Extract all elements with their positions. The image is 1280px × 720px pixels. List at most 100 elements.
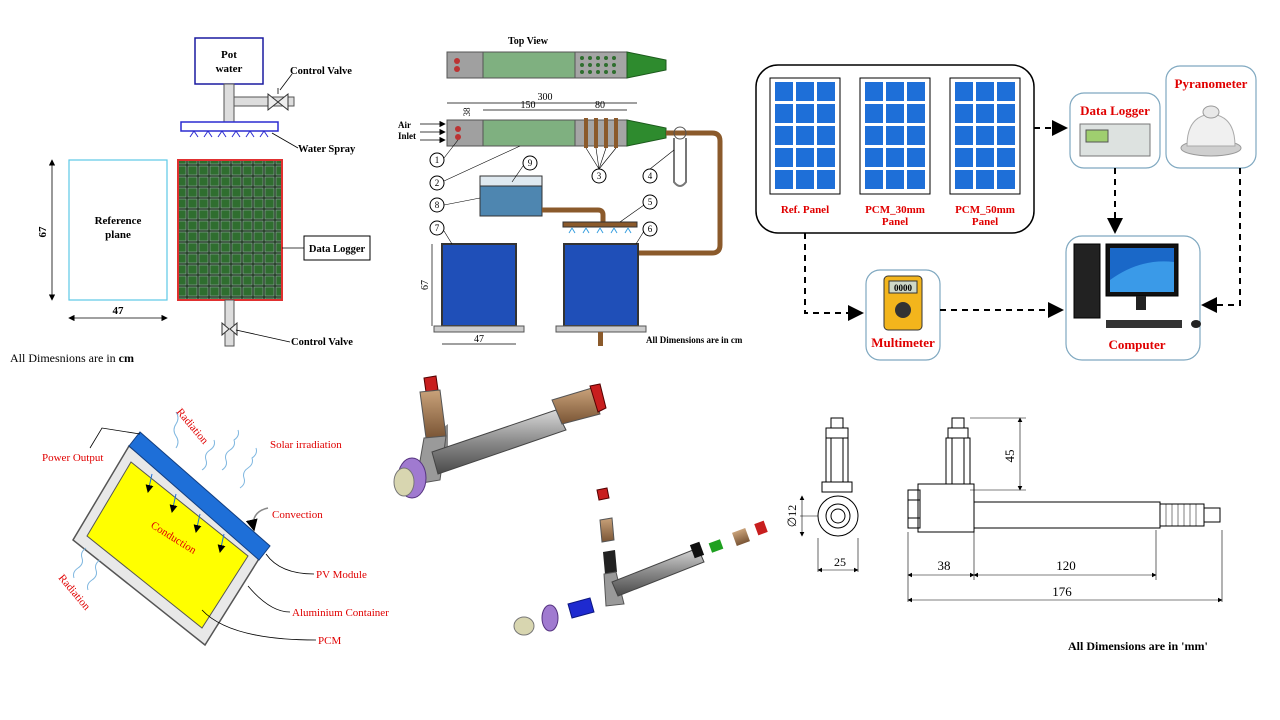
- dim-120: 120: [1056, 558, 1076, 573]
- pv-cell: [907, 148, 925, 167]
- top-nozzle: [626, 51, 667, 79]
- top-tunnel: [482, 51, 576, 79]
- radiation-top-label: Radiation: [174, 406, 211, 447]
- outlet-pipe: [638, 130, 723, 256]
- assembled-heat-pipe: [393, 375, 607, 499]
- water-spray-bar: [180, 121, 279, 132]
- radiation-waves: [73, 411, 257, 591]
- reference-plane-label-line1: Reference: [95, 215, 142, 227]
- solar-irradiation-label: Solar irradiation: [270, 439, 342, 451]
- width-dimension: 47: [113, 305, 125, 317]
- pv-cell: [955, 170, 973, 189]
- pv-cell: [976, 104, 994, 123]
- pot-water-tank: [194, 37, 264, 85]
- power-output-leader: [89, 427, 141, 449]
- pv-cell: [976, 170, 994, 189]
- reference-plane: [68, 159, 168, 301]
- data-logger-box-a: [303, 235, 371, 261]
- svg-text:3: 3: [597, 171, 602, 181]
- pv-cell: [817, 82, 835, 101]
- pv-cell: [865, 82, 883, 101]
- pv-panel-cells: [177, 159, 283, 301]
- reference-plane-label-line2: plane: [105, 229, 131, 241]
- pv-cell: [817, 148, 835, 167]
- pv-cell: [886, 104, 904, 123]
- pcm-label: PCM: [318, 635, 341, 647]
- pv-cell: [976, 82, 994, 101]
- pv-cell: [907, 82, 925, 101]
- pyranometer-label: Pyranometer: [1175, 76, 1248, 91]
- dim-67-b: 67: [420, 280, 431, 290]
- dimensions-note-f: All Dimensions are in 'mm': [1068, 639, 1208, 653]
- svg-text:5: 5: [648, 197, 653, 207]
- tank-pipe: [542, 207, 606, 223]
- svg-text:8: 8: [435, 200, 440, 210]
- control-valve-top-label: Control Valve: [290, 66, 352, 77]
- callout-circles: 1 2 3 4 5 6 7 8 9: [429, 152, 658, 237]
- dim-176: 176: [1052, 584, 1072, 599]
- valve-branch-pipe: [233, 96, 295, 107]
- pcm30-label-line2: Panel: [882, 216, 908, 228]
- panel-e-3d-assembly: [393, 375, 768, 636]
- control-valve-bottom-label: Control Valve: [291, 337, 353, 348]
- data-logger-label-a: Data Logger: [309, 244, 366, 255]
- data-logger-label-c: Data Logger: [1080, 103, 1150, 118]
- connection-lines: [804, 120, 1241, 321]
- manometer-u-tube: [673, 138, 687, 187]
- computer-tower-icon: [1073, 243, 1101, 319]
- pv-cell: [976, 148, 994, 167]
- water-spray-label: Water Spray: [298, 144, 356, 155]
- dim-25: 25: [834, 555, 846, 569]
- pv-cell: [865, 170, 883, 189]
- aluminium-container-label: Aluminium Container: [292, 607, 389, 619]
- panel-f-dimensions: ∅12 25: [785, 417, 1223, 653]
- pv-cell: [775, 170, 793, 189]
- multimeter-label: Multimeter: [871, 335, 935, 350]
- side-view: [799, 417, 859, 573]
- panel-b-schematic: Top View 300 150 80 38 Air Inlet: [398, 36, 743, 346]
- cooled-panel-b: [563, 243, 639, 327]
- convection-arrow: [245, 507, 269, 532]
- pcm-tube-section: [574, 119, 628, 147]
- pv-cells: [775, 82, 1015, 189]
- air-inlet-label-line1: Air: [398, 120, 411, 130]
- pv-cell: [955, 104, 973, 123]
- height-dimension: 67: [37, 226, 49, 238]
- pv-cell: [886, 126, 904, 145]
- pv-cell: [775, 126, 793, 145]
- pv-cell: [955, 82, 973, 101]
- nozzle: [626, 119, 667, 147]
- pv-cell: [796, 126, 814, 145]
- spray-bar-b: [562, 221, 638, 228]
- callout-leaders: [443, 139, 675, 245]
- pv-cell: [817, 170, 835, 189]
- dim-38: 38: [462, 107, 472, 117]
- pv-cell: [955, 148, 973, 167]
- dim-47-b: 47: [474, 334, 484, 345]
- air-inlet-arrows: [420, 120, 446, 144]
- pv-module-layer: [128, 431, 271, 561]
- control-valve-bottom-icon: [221, 321, 238, 337]
- pv-cell: [997, 170, 1015, 189]
- pv-cell: [886, 148, 904, 167]
- air-tunnel: [482, 119, 576, 147]
- pv-cell: [997, 148, 1015, 167]
- dim-45: 45: [1002, 450, 1017, 463]
- drain-pipe: [224, 299, 235, 347]
- pv-cell: [796, 170, 814, 189]
- pcm-tubes: [584, 118, 618, 148]
- pv-cell: [997, 126, 1015, 145]
- pv-cell: [907, 104, 925, 123]
- pv-cell: [796, 104, 814, 123]
- ref-panel-label: Ref. Panel: [781, 204, 829, 216]
- pot-water-label-line2: water: [216, 63, 243, 75]
- pv-cell: [817, 126, 835, 145]
- pv-cell: [886, 82, 904, 101]
- top-view-label: Top View: [508, 36, 549, 47]
- top-fan-section: [446, 51, 484, 79]
- reference-panel-b: [441, 243, 517, 327]
- pv-cell: [796, 82, 814, 101]
- panel-c-measurement: Ref. Panel PCM_30mm Panel PCM_50mm Panel…: [755, 64, 1257, 361]
- supply-pipe: [223, 83, 235, 123]
